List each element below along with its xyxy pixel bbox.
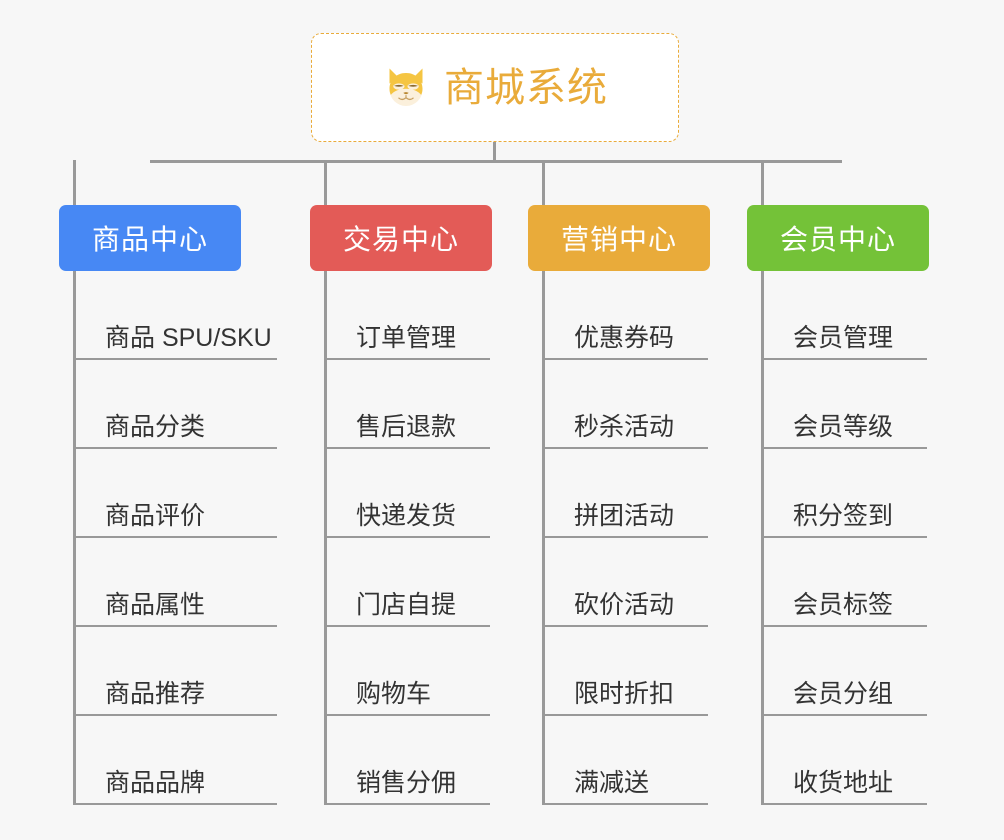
leaf-item[interactable]: 售后退款	[324, 360, 490, 449]
leaf-spine	[542, 271, 545, 805]
leaf-item[interactable]: 满减送	[542, 716, 708, 805]
category-box-4[interactable]: 会员中心	[747, 205, 929, 271]
category-title: 商品中心	[91, 224, 208, 255]
leaf-item[interactable]: 快递发货	[324, 449, 490, 538]
leaf-item-label: 优惠券码	[574, 323, 675, 352]
category-box-1[interactable]: 商品中心	[59, 205, 241, 271]
leaf-item[interactable]: 销售分佣	[324, 716, 490, 805]
leaf-item[interactable]: 会员管理	[761, 271, 927, 360]
category-box-3[interactable]: 营销中心	[528, 205, 710, 271]
leaf-item-label: 商品 SPU/SKU	[105, 323, 272, 352]
category-title: 营销中心	[560, 224, 677, 255]
leaf-item-label: 商品品牌	[105, 768, 206, 797]
leaf-item-label: 商品评价	[105, 501, 206, 530]
leaf-item-label: 商品分类	[105, 412, 206, 441]
leaf-item-label: 售后退款	[356, 412, 457, 441]
leaf-item[interactable]: 购物车	[324, 627, 490, 716]
leaf-item[interactable]: 商品评价	[73, 449, 277, 538]
leaf-item-label: 购物车	[356, 679, 432, 708]
leaf-item[interactable]: 订单管理	[324, 271, 490, 360]
leaf-item[interactable]: 收货地址	[761, 716, 927, 805]
leaf-item-label: 销售分佣	[356, 768, 457, 797]
connector-drop-3	[542, 160, 545, 206]
leaf-item[interactable]: 商品分类	[73, 360, 277, 449]
leaf-item[interactable]: 商品 SPU/SKU	[73, 271, 277, 360]
leaf-item-label: 限时折扣	[574, 679, 675, 708]
leaf-spine	[324, 271, 327, 805]
leaf-spine	[761, 271, 764, 805]
leaf-item[interactable]: 砍价活动	[542, 538, 708, 627]
leaf-item-label: 收货地址	[793, 768, 894, 797]
leaf-spine	[73, 271, 76, 805]
leaf-item[interactable]: 商品属性	[73, 538, 277, 627]
leaf-item-label: 会员分组	[793, 679, 894, 708]
leaf-item-label: 订单管理	[356, 323, 457, 352]
leaf-item[interactable]: 积分签到	[761, 449, 927, 538]
leaf-item-label: 门店自提	[356, 590, 457, 619]
shiba-dog-face-icon	[389, 68, 423, 106]
category-title: 交易中心	[342, 224, 459, 255]
leaf-item[interactable]: 商品推荐	[73, 627, 277, 716]
leaf-item[interactable]: 秒杀活动	[542, 360, 708, 449]
leaf-item-label: 砍价活动	[574, 590, 675, 619]
leaf-item-label: 会员标签	[793, 590, 894, 619]
leaf-item[interactable]: 优惠券码	[542, 271, 708, 360]
leaf-item[interactable]: 门店自提	[324, 538, 490, 627]
connector-horizontal-bus	[150, 160, 842, 163]
leaf-item-label: 会员管理	[793, 323, 894, 352]
connector-drop-1	[73, 160, 76, 206]
root-title: 商城系统	[444, 65, 608, 110]
category-box-2[interactable]: 交易中心	[310, 205, 492, 271]
leaf-item-label: 积分签到	[793, 501, 894, 530]
leaf-item-label: 商品属性	[105, 590, 206, 619]
leaf-item-label: 拼团活动	[574, 501, 675, 530]
leaf-item[interactable]: 商品品牌	[73, 716, 277, 805]
leaf-item-label: 秒杀活动	[574, 412, 675, 441]
leaf-item[interactable]: 限时折扣	[542, 627, 708, 716]
connector-drop-2	[324, 160, 327, 206]
leaf-item[interactable]: 会员标签	[761, 538, 927, 627]
connector-root-stem	[493, 142, 496, 163]
connector-drop-4	[761, 160, 764, 206]
category-title: 会员中心	[779, 224, 896, 255]
leaf-item[interactable]: 会员等级	[761, 360, 927, 449]
leaf-item-label: 满减送	[574, 768, 650, 797]
leaf-item[interactable]: 拼团活动	[542, 449, 708, 538]
leaf-item-label: 商品推荐	[105, 679, 206, 708]
leaf-item-label: 会员等级	[793, 412, 894, 441]
leaf-item-label: 快递发货	[356, 501, 457, 530]
root-node[interactable]: 商城系统	[311, 33, 679, 142]
leaf-item[interactable]: 会员分组	[761, 627, 927, 716]
